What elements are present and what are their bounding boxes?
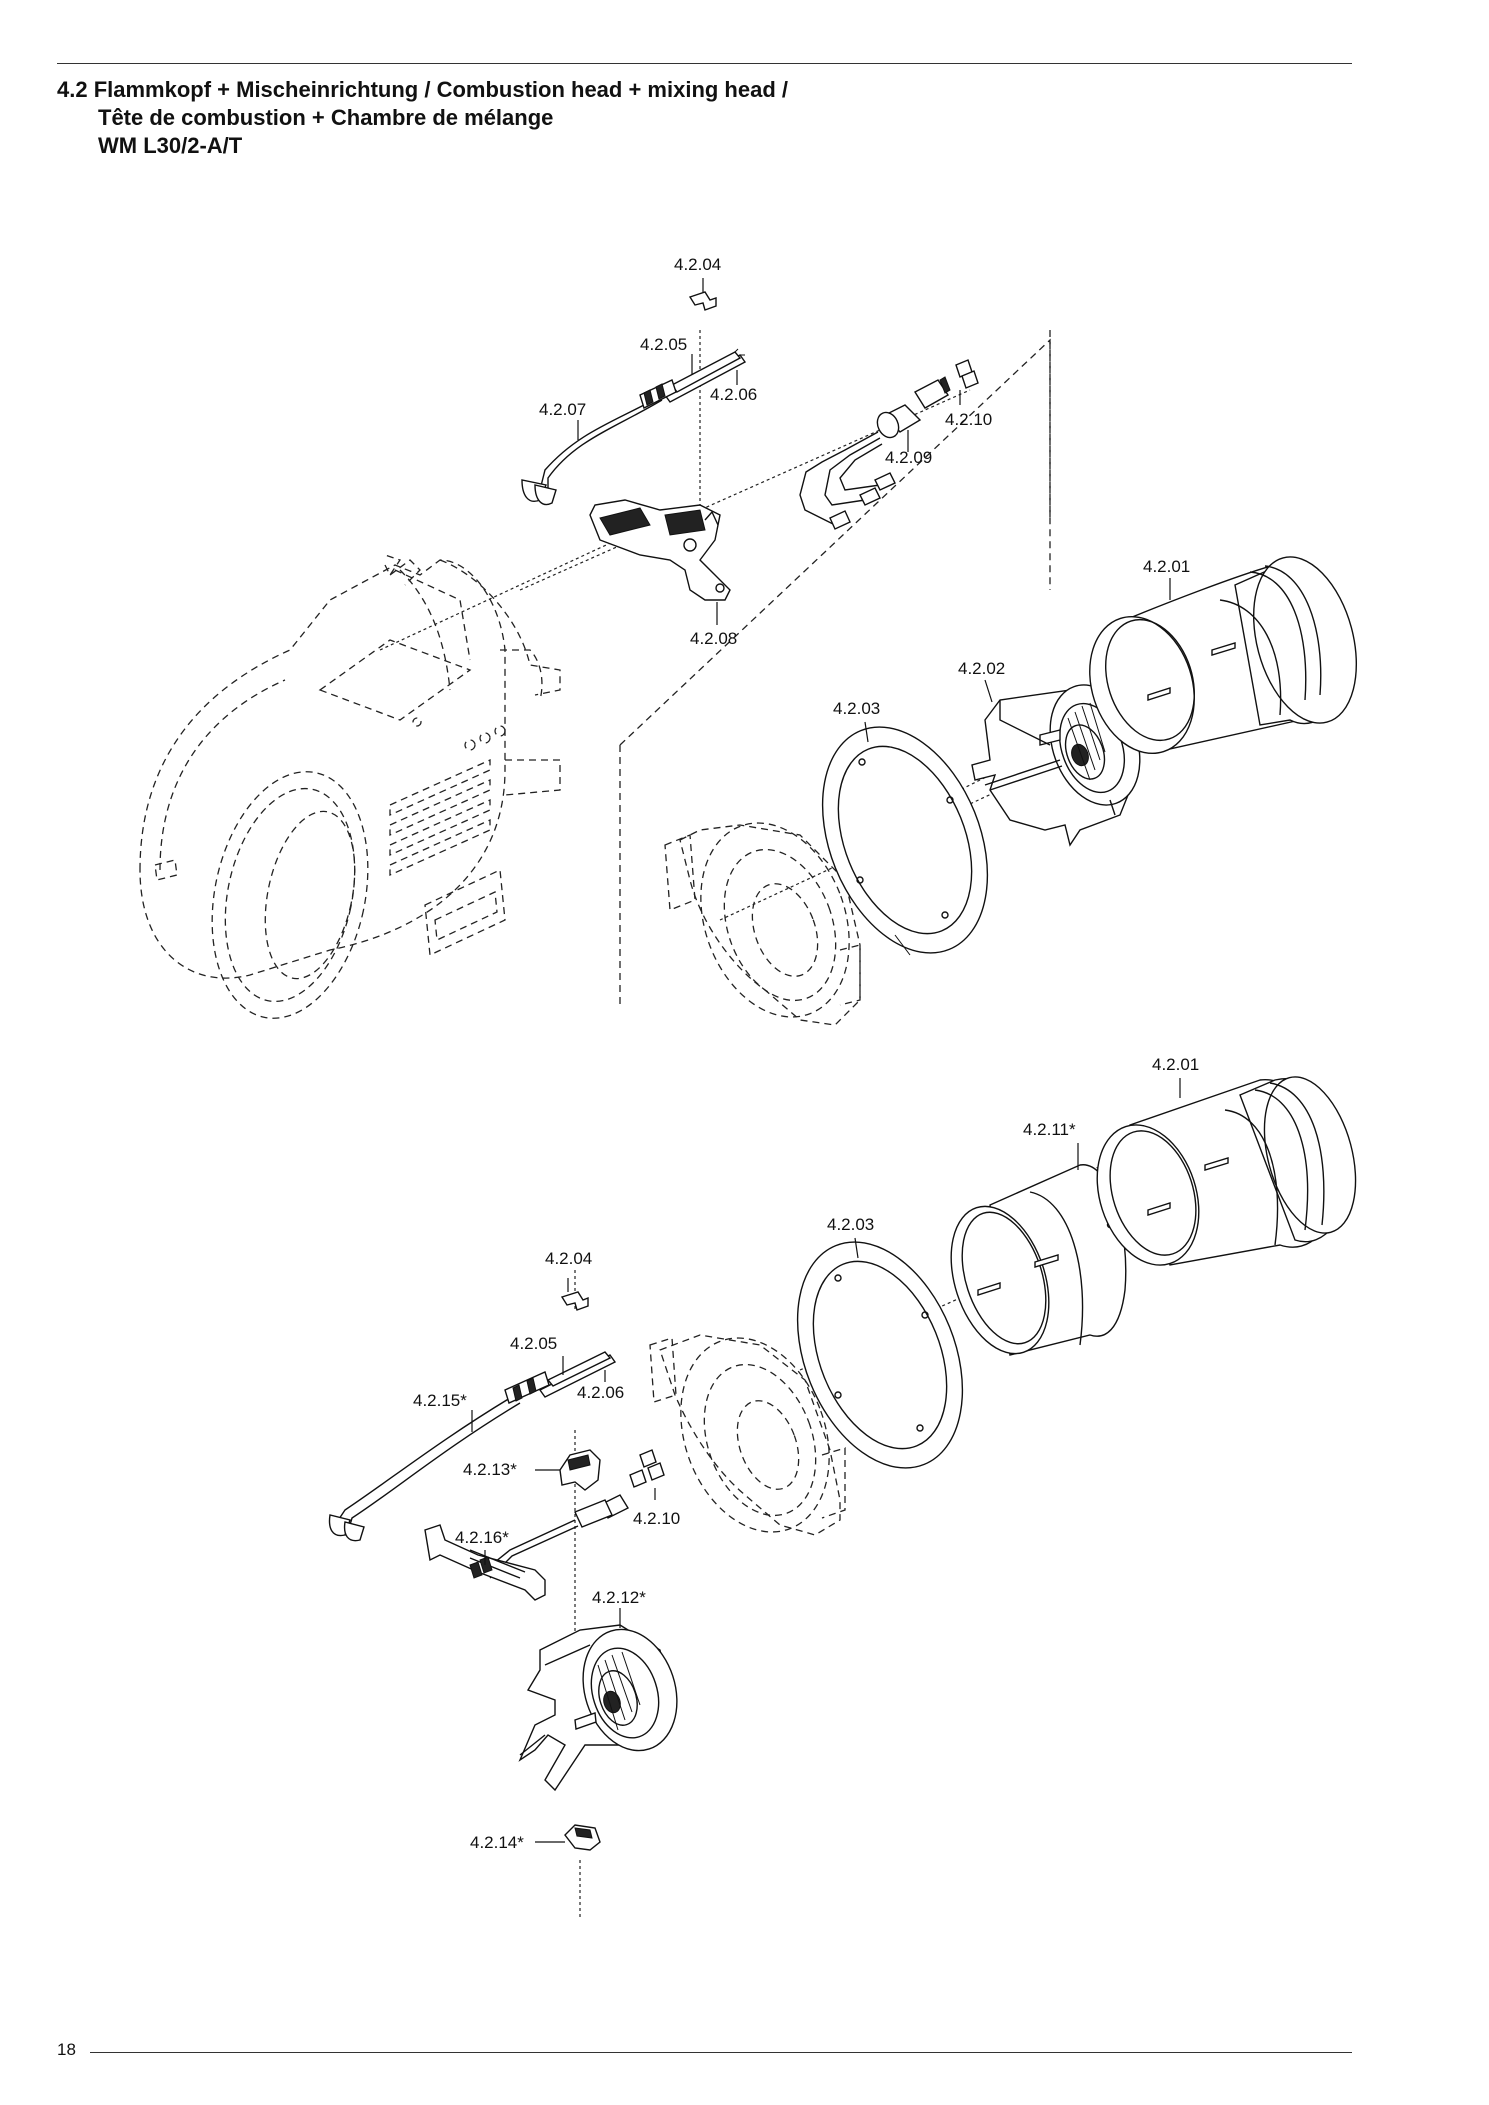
callout-bottom-4211: 4.2.11* (1023, 1120, 1076, 1139)
callout-bottom-4212: 4.2.12* (592, 1588, 646, 1607)
top-rule (57, 63, 1352, 64)
callout-bottom-4201: 4.2.01 (1152, 1055, 1199, 1074)
top-assembly: 4.2.04 4.2.05 4.2.06 4.2.07 4.2.08 4.2.0… (139, 255, 1358, 1026)
clip-4214 (564, 1824, 601, 1851)
callout-top-4203: 4.2.03 (833, 699, 880, 718)
ionisation-probe-4216 (424, 1494, 629, 1601)
callout-top-4201: 4.2.01 (1143, 557, 1190, 576)
callout-bottom-4215: 4.2.15* (413, 1391, 467, 1410)
callout-bottom-4216: 4.2.16* (455, 1528, 509, 1547)
top-leader-lines (577, 278, 1171, 743)
callout-bottom-4213: 4.2.13* (463, 1460, 517, 1479)
callout-bottom-4210: 4.2.10 (633, 1509, 680, 1528)
heading-line-1: 4.2 Flammkopf + Mischeinrichtung / Combu… (57, 77, 789, 102)
ignition-electrodes (663, 348, 747, 403)
flange-outline (664, 822, 861, 1026)
heading-line-3: WM L30/2-A/T (98, 133, 243, 158)
mixing-head-4212 (518, 1624, 678, 1792)
callout-bottom-4205: 4.2.05 (510, 1334, 557, 1353)
callout-top-4207: 4.2.07 (539, 400, 586, 419)
housing-frame-dash (619, 338, 1051, 1005)
section-heading: 4.2 Flammkopf + Mischeinrichtung / Combu… (57, 76, 788, 160)
callout-top-4204: 4.2.04 (674, 255, 721, 274)
burner-housing-outline (139, 554, 561, 1019)
electrode-clip-4204-bottom (560, 1291, 589, 1311)
connectors-4210-bottom (629, 1449, 665, 1488)
ionisation-probe-4209 (799, 359, 979, 530)
callout-top-4205: 4.2.05 (640, 335, 687, 354)
callout-top-4202: 4.2.02 (958, 659, 1005, 678)
callout-top-4206: 4.2.06 (710, 385, 757, 404)
callout-bottom-4204: 4.2.04 (545, 1249, 592, 1268)
callout-top-4209: 4.2.09 (885, 448, 932, 467)
tube-4211 (950, 1164, 1127, 1356)
callout-top-4210: 4.2.10 (945, 410, 992, 429)
callout-bottom-4214: 4.2.14* (470, 1833, 524, 1852)
flame-tube-4201-bottom (1096, 1076, 1357, 1266)
callout-bottom-4203: 4.2.03 (827, 1215, 874, 1234)
flame-tube-4201 (1089, 556, 1358, 755)
electrode-bracket-4208 (589, 499, 731, 601)
bottom-leader-lines (471, 1078, 1181, 1843)
page-number: 18 (57, 2040, 76, 2059)
gasket-4203 (821, 726, 989, 956)
ignition-cable-4215 (328, 1371, 550, 1542)
bottom-rule (90, 2052, 1352, 2053)
callout-bottom-4206: 4.2.06 (577, 1383, 624, 1402)
gasket-4203-bottom (796, 1241, 964, 1469)
heading-line-2: Tête de combustion + Chambre de mélange (98, 105, 554, 130)
electrode-clip-4204 (688, 291, 717, 311)
callout-top-4208: 4.2.08 (690, 629, 737, 648)
ignition-cable-4207 (521, 379, 677, 506)
holder-4213 (559, 1449, 601, 1491)
flange-outline-bottom (649, 1334, 846, 1536)
bottom-assembly: 4.2.01 4.2.11* 4.2.03 4.2.04 4.2.05 4.2.… (328, 1055, 1357, 1920)
ignition-electrodes-bottom (538, 1351, 617, 1398)
